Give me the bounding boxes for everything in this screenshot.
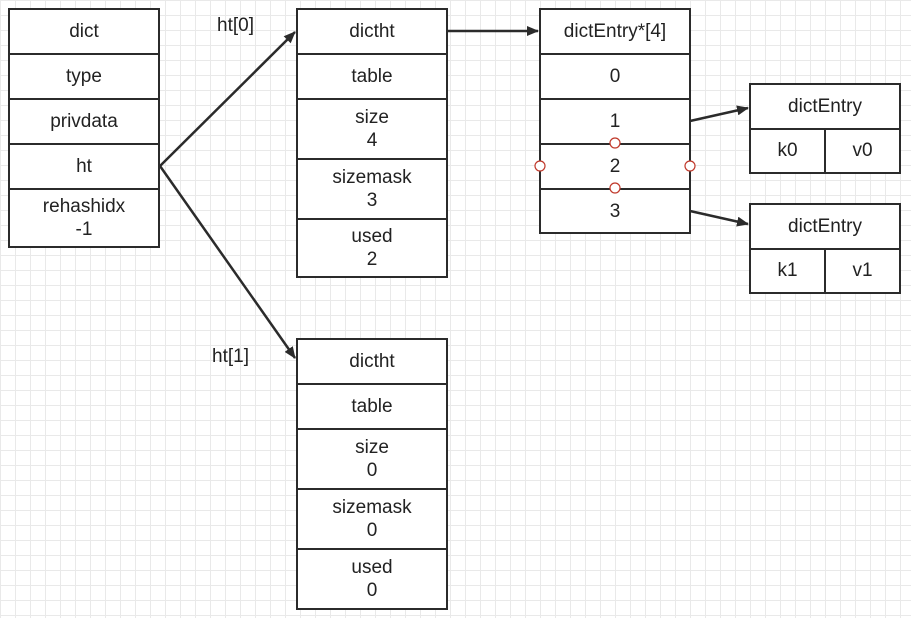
dictht-ht0-table: table	[298, 55, 446, 100]
arrow-ht0	[159, 31, 296, 167]
dict-entry-1-box[interactable]: dictEntry k1 v1	[749, 203, 901, 294]
dict-title: dict	[10, 10, 158, 55]
table-array-title: dictEntry*[4]	[541, 10, 689, 55]
dict-entry-1-value: v1	[824, 250, 899, 292]
arrow-ht1	[158, 165, 297, 359]
table-slot-2[interactable]: 2	[541, 145, 689, 190]
dict-privdata-field: privdata	[10, 100, 158, 145]
dict-entry-0-value: v0	[824, 130, 899, 172]
dict-ht-field: ht	[10, 145, 158, 190]
table-array-box[interactable]: dictEntry*[4] 0 1 2 3	[539, 8, 691, 234]
dict-type-field: type	[10, 55, 158, 100]
arrow-slot3	[689, 209, 749, 227]
dict-entry-0-box[interactable]: dictEntry k0 v0	[749, 83, 901, 174]
dictht-ht1-table: table	[298, 385, 446, 430]
table-slot-1: 1	[541, 100, 689, 145]
table-slot-0: 0	[541, 55, 689, 100]
dictht-ht0-title: dictht	[298, 10, 446, 55]
dict-entry-1-title: dictEntry	[751, 205, 899, 250]
table-slot-3: 3	[609, 200, 621, 222]
arrow-slot1	[689, 105, 749, 123]
dict-rehashidx-field: rehashidx -1	[42, 196, 126, 240]
dictht-ht1-title: dictht	[298, 340, 446, 385]
dict-entry-1-key: k1	[777, 260, 798, 281]
label-ht0: ht[0]	[217, 15, 254, 36]
dict-box[interactable]: dict type privdata ht rehashidx -1	[8, 8, 160, 248]
label-ht1: ht[1]	[212, 346, 249, 367]
dict-entry-0-key: k0	[777, 140, 798, 161]
dict-entry-0-title: dictEntry	[751, 85, 899, 130]
